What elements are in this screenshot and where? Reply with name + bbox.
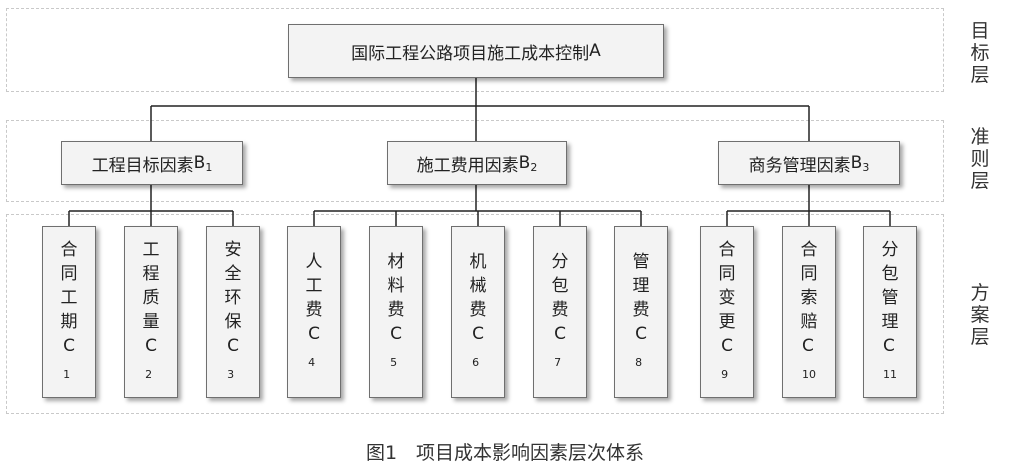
scheme-node-c2-sub: 2	[145, 367, 153, 381]
scheme-node-c9-text: 合同变更	[718, 239, 736, 332]
scheme-node-c2-text: 工程质量	[142, 239, 160, 332]
scheme-node-c1: 合同工期 C 1	[42, 226, 96, 398]
criteria-node-b2-code: B	[518, 152, 531, 173]
scheme-node-c4: 人工费 C 4	[287, 226, 341, 398]
goal-node-text: 国际工程公路项目施工成本控制	[351, 43, 590, 64]
criteria-node-b1-text: 工程目标因素	[91, 155, 194, 176]
goal-layer-band	[6, 8, 944, 92]
criteria-node-b3-code: B	[850, 152, 863, 173]
scheme-node-c10-sub: 10	[802, 367, 816, 381]
criteria-node-b3-sub: 3	[862, 160, 870, 174]
scheme-node-c7: 分包费 C 7	[533, 226, 587, 398]
scheme-node-c8: 管理费 C 8	[614, 226, 668, 398]
scheme-node-c6-text: 机械费	[469, 251, 487, 320]
scheme-node-c5-code: C	[390, 323, 402, 344]
scheme-node-c11: 分包管理 C 11	[863, 226, 917, 398]
scheme-node-c5-text: 材料费	[387, 251, 405, 320]
scheme-node-c1-code: C	[63, 335, 75, 356]
scheme-node-c5: 材料费 C 5	[369, 226, 423, 398]
scheme-node-c4-sub: 4	[308, 355, 316, 369]
goal-layer-label: 目标层	[970, 20, 990, 86]
scheme-node-c7-text: 分包费	[551, 251, 569, 320]
scheme-layer-label: 方案层	[970, 282, 990, 348]
scheme-node-c8-text: 管理费	[632, 251, 650, 320]
scheme-node-c8-code: C	[635, 323, 647, 344]
scheme-node-c6: 机械费 C 6	[451, 226, 505, 398]
scheme-node-c3-sub: 3	[227, 367, 235, 381]
scheme-node-c10: 合同索赔 C 10	[782, 226, 836, 398]
scheme-node-c9-sub: 9	[721, 367, 729, 381]
scheme-node-c1-text: 合同工期	[60, 239, 78, 332]
criteria-node-b3-text: 商务管理因素	[748, 155, 851, 176]
scheme-node-c6-code: C	[472, 323, 484, 344]
scheme-node-c2-code: C	[145, 335, 157, 356]
scheme-node-c3-code: C	[227, 335, 239, 356]
criteria-node-b2-text: 施工费用因素	[416, 155, 519, 176]
scheme-node-c1-sub: 1	[63, 367, 71, 381]
scheme-node-c11-text: 分包管理	[881, 239, 899, 332]
scheme-layer-band	[6, 214, 944, 414]
criteria-node-b1-sub: 1	[205, 160, 213, 174]
scheme-node-c7-sub: 7	[554, 355, 562, 369]
criteria-layer-band	[6, 120, 944, 202]
scheme-node-c3-text: 安全环保	[224, 239, 242, 332]
scheme-node-c11-sub: 11	[883, 367, 897, 381]
scheme-node-c9-code: C	[721, 335, 733, 356]
scheme-node-c11-code: C	[883, 335, 895, 356]
goal-node-code: A	[589, 41, 601, 61]
scheme-node-c10-text: 合同索赔	[800, 239, 818, 332]
criteria-layer-label: 准则层	[970, 126, 990, 192]
figure-caption: 图1 项目成本影响因素层次体系	[365, 442, 645, 464]
scheme-node-c6-sub: 6	[472, 355, 480, 369]
scheme-node-c4-text: 人工费	[305, 251, 323, 320]
scheme-node-c4-code: C	[308, 323, 320, 344]
scheme-node-c8-sub: 8	[635, 355, 643, 369]
scheme-node-c10-code: C	[802, 335, 814, 356]
scheme-node-c2: 工程质量 C 2	[124, 226, 178, 398]
scheme-node-c9: 合同变更 C 9	[700, 226, 754, 398]
criteria-node-b1-code: B	[193, 152, 206, 173]
scheme-node-c7-code: C	[554, 323, 566, 344]
criteria-node-b2-sub: 2	[530, 160, 538, 174]
scheme-node-c5-sub: 5	[390, 355, 398, 369]
scheme-node-c3: 安全环保 C 3	[206, 226, 260, 398]
